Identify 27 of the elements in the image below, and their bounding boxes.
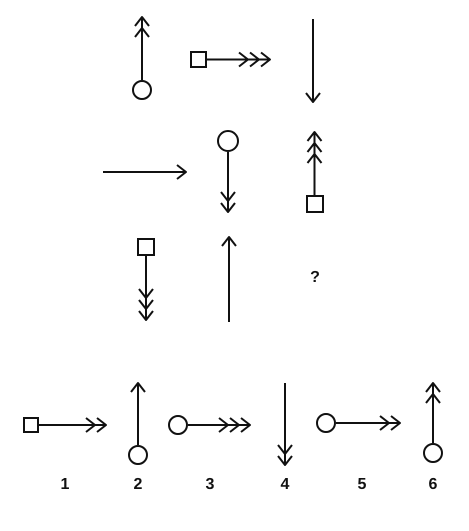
arrow — [134, 16, 150, 80]
arrow — [188, 417, 251, 433]
arrow — [336, 415, 401, 431]
arrow — [39, 417, 107, 433]
tail-square — [306, 195, 324, 213]
arrow — [130, 382, 146, 445]
tail-circle — [132, 80, 152, 100]
tail-circle — [168, 415, 188, 435]
question-mark: ? — [310, 269, 320, 287]
tail-square — [23, 417, 39, 433]
arrow — [425, 382, 441, 443]
option-number: 2 — [134, 476, 142, 494]
tail-circle — [316, 413, 336, 433]
option-number: 4 — [280, 476, 290, 494]
tail-circle — [423, 443, 443, 463]
tail-square — [137, 238, 155, 256]
option-number: 5 — [358, 476, 366, 494]
tail-square — [190, 51, 207, 68]
option-number: 1 — [60, 476, 70, 494]
arrow — [220, 152, 236, 213]
arrow — [207, 52, 271, 68]
tail-circle — [217, 130, 239, 152]
tail-circle — [128, 445, 148, 465]
option-number: 3 — [206, 476, 214, 494]
option-number: 6 — [428, 476, 438, 494]
arrow — [306, 131, 322, 195]
arrow — [138, 256, 154, 321]
